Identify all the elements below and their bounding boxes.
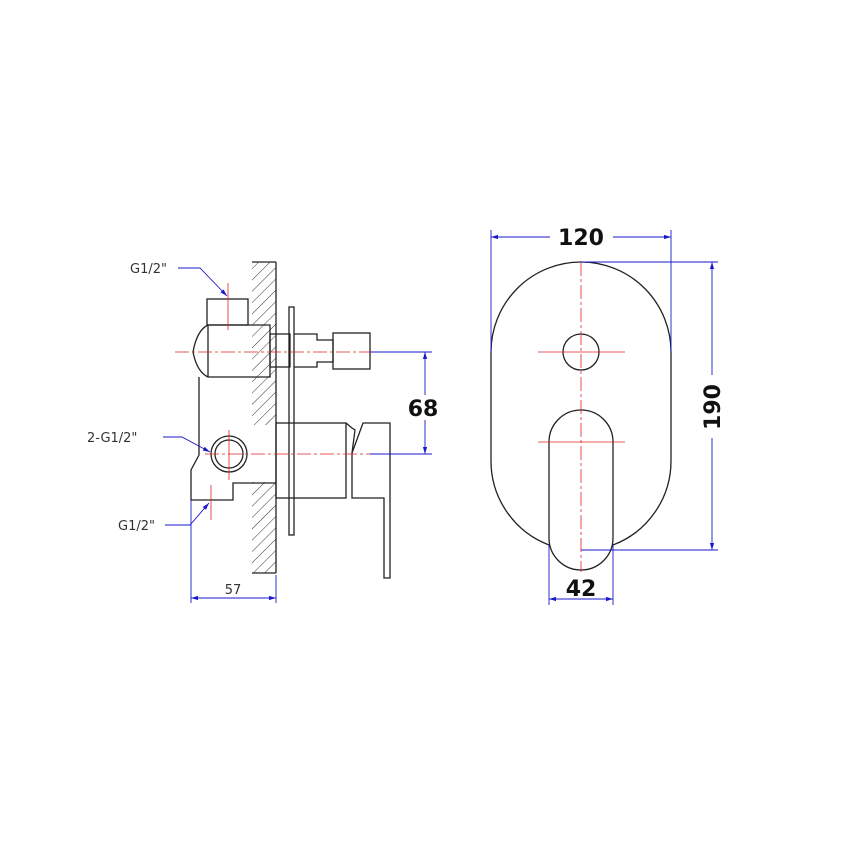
label-outlet-mid: 2-G1/2" <box>87 431 137 446</box>
dimension-68: 68 <box>408 397 439 422</box>
front-lever <box>548 409 614 571</box>
label-inlet-bottom: G1/2" <box>118 519 155 534</box>
valve-body <box>190 298 371 536</box>
dimension-190: 190 <box>701 384 726 430</box>
lever-handle <box>275 422 391 579</box>
side-view: 68 G1/2" 2-G1/2" G1/2" 57 <box>87 261 439 603</box>
label-inlet-top: G1/2" <box>130 262 167 277</box>
dimension-57: 57 <box>225 583 242 598</box>
dimension-120: 120 <box>558 226 604 251</box>
front-view: 120 190 42 <box>490 226 726 605</box>
wall-hatch <box>252 261 277 574</box>
dimension-42: 42 <box>566 577 597 602</box>
